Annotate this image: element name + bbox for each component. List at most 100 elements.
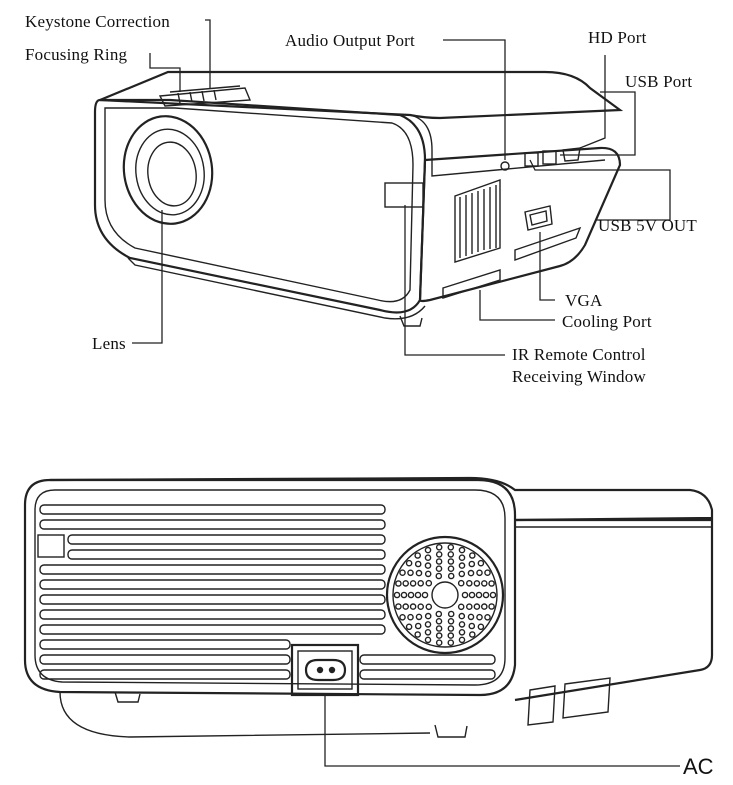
speaker-hole <box>417 580 425 587</box>
speaker-hole <box>425 579 433 587</box>
speaker-hole <box>435 565 443 573</box>
speaker-hole <box>424 621 432 628</box>
label-vga: VGA <box>565 291 603 310</box>
speaker-hole <box>417 603 425 611</box>
speaker-hole <box>424 612 432 620</box>
speaker-hole <box>458 554 466 562</box>
label-lens: Lens <box>92 334 126 353</box>
speaker-hole <box>488 603 495 610</box>
speaker-hole <box>414 622 422 630</box>
speaker-hole <box>395 580 402 587</box>
label-usb-5v-out: USB 5V OUT <box>598 216 697 235</box>
speaker-hole <box>414 631 422 638</box>
audio-jack-icon <box>500 161 510 171</box>
speaker-hole <box>468 560 476 568</box>
speaker-hole <box>468 552 476 559</box>
speaker-hole <box>468 622 476 630</box>
speaker-hole <box>414 560 422 568</box>
speaker-hole <box>488 580 495 587</box>
speaker-hole <box>477 559 485 567</box>
speaker-hole <box>402 580 410 587</box>
speaker-hole <box>435 610 443 618</box>
speaker-hole <box>484 569 491 577</box>
speaker-hole <box>458 629 466 636</box>
speaker-hole <box>393 591 401 599</box>
label-usb-port: USB Port <box>625 72 692 91</box>
speaker-hole <box>405 623 413 631</box>
speaker-hole <box>407 613 414 621</box>
speaker-hole <box>465 603 473 611</box>
speaker-hole <box>447 544 455 551</box>
speaker-hole <box>468 591 476 599</box>
speaker-hole <box>435 572 443 580</box>
speaker-hole <box>435 544 443 551</box>
label-cooling-port: Cooling Port <box>562 312 652 331</box>
speaker-hole <box>405 559 413 567</box>
speaker-hole <box>425 603 433 611</box>
speaker-hole <box>447 551 455 558</box>
speaker-hole <box>458 562 466 569</box>
speaker-hole <box>447 632 455 639</box>
speaker-hole <box>414 552 422 559</box>
ac-leader-line <box>324 695 680 767</box>
label-focusing-ring: Focusing Ring <box>25 45 128 64</box>
speaker-hole <box>407 569 414 577</box>
speaker-hole <box>458 546 466 554</box>
speaker-hole <box>476 613 483 621</box>
speaker-hole <box>409 580 417 587</box>
speaker-hole <box>477 623 485 631</box>
projector-front-view <box>93 70 624 327</box>
speaker-hole <box>475 591 483 599</box>
speaker-hole <box>424 546 432 554</box>
speaker-hole <box>480 603 488 610</box>
speaker-hole <box>458 636 466 644</box>
speaker-hole <box>399 614 406 621</box>
speaker-icon <box>385 535 505 655</box>
vga-port-icon <box>524 205 553 231</box>
speaker-hole <box>457 603 465 611</box>
projector-rear-view <box>23 476 714 738</box>
speaker-hole <box>482 591 490 599</box>
speaker-hole <box>458 570 466 578</box>
speaker-hole <box>424 636 432 644</box>
speaker-hole <box>458 612 466 620</box>
speaker-hole <box>447 618 455 625</box>
speaker-hole <box>467 569 475 577</box>
label-keystone-correction: Keystone Correction <box>25 12 170 31</box>
speaker-hole <box>395 603 402 610</box>
speaker-hole <box>484 614 491 621</box>
rear-grille <box>37 504 496 680</box>
ir-window <box>384 182 424 208</box>
speaker-hole <box>424 629 432 636</box>
speaker-hole <box>435 632 443 639</box>
speaker-hole <box>407 591 415 599</box>
speaker-hole <box>435 639 443 647</box>
speaker-hole <box>447 610 455 618</box>
focus-keystone-controls <box>158 85 252 107</box>
speaker-hole <box>473 580 481 587</box>
speaker-hole <box>489 591 497 599</box>
ac-socket-icon <box>290 643 360 697</box>
label-ir-remote-line2: Receiving Window <box>512 367 646 386</box>
speaker-hole <box>415 569 423 577</box>
label-ac: AC <box>683 754 714 779</box>
speaker-hole <box>458 621 466 628</box>
speaker-hole <box>468 631 476 638</box>
speaker-hole <box>467 613 475 621</box>
top-leader-lines <box>132 19 671 356</box>
speaker-hole <box>400 591 408 599</box>
speaker-hole <box>447 565 455 573</box>
speaker-hole <box>399 569 406 577</box>
lens-icon <box>122 115 214 225</box>
port-cluster <box>500 147 581 231</box>
speaker-hole <box>447 572 455 580</box>
speaker-hole <box>476 569 483 577</box>
speaker-hole <box>415 613 423 621</box>
speaker-hole <box>424 562 432 569</box>
speaker-hole <box>435 618 443 625</box>
speaker-hole <box>435 625 443 632</box>
speaker-hole <box>465 580 473 587</box>
speaker-hole <box>421 591 429 599</box>
speaker-hole <box>435 558 443 565</box>
speaker-hole <box>424 554 432 562</box>
